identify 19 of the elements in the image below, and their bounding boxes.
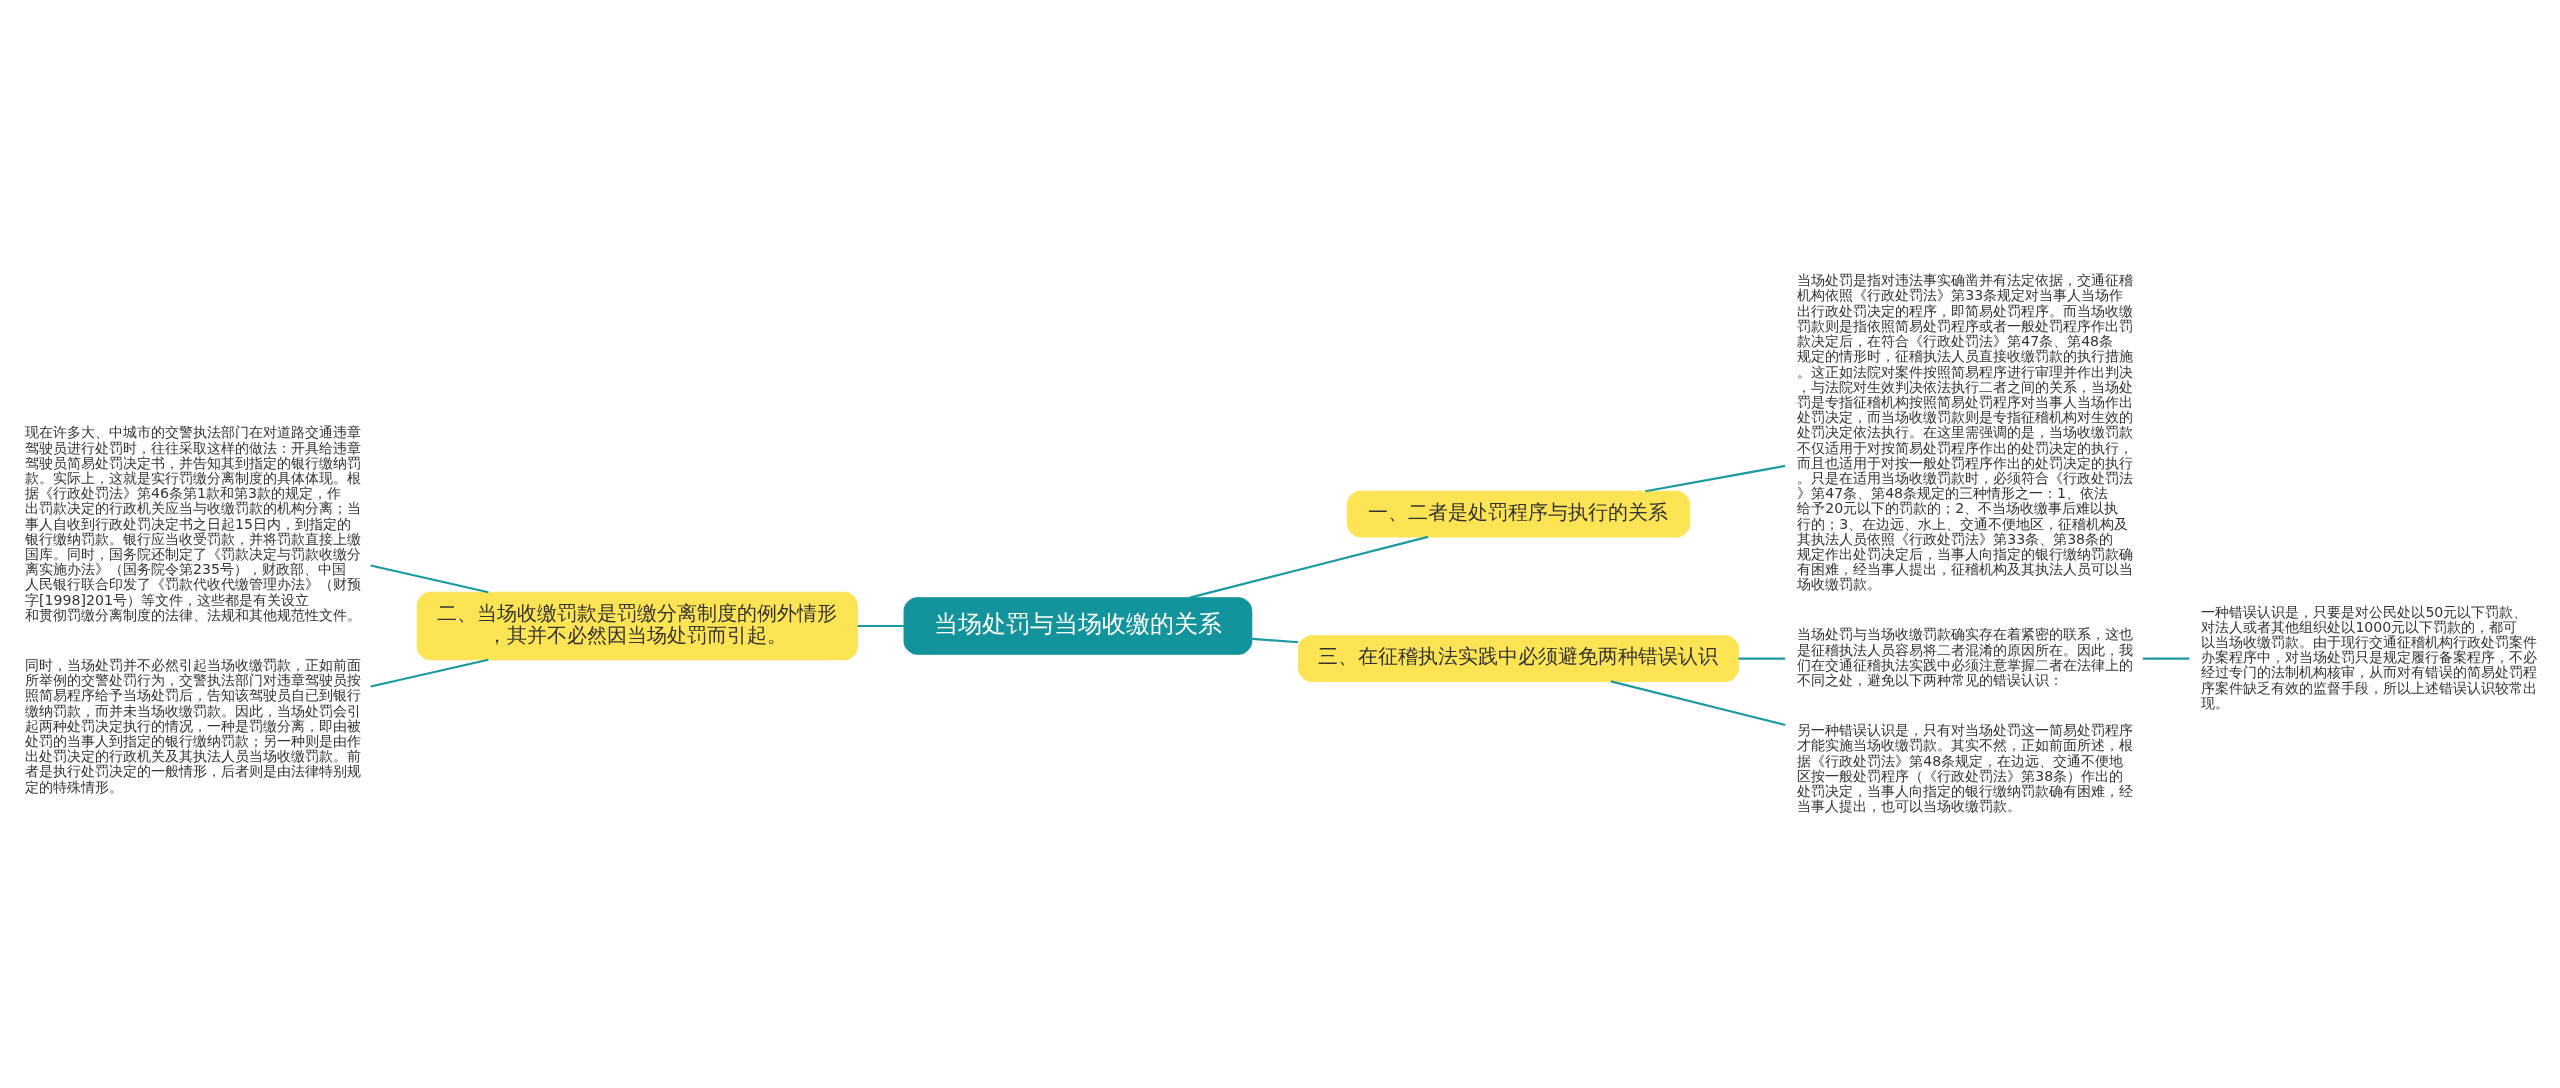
node-box: 一、二者是处罚程序与执行的关系 — [1346, 490, 1691, 537]
connector — [1251, 637, 1299, 643]
node-box: 三、在征稽执法实践中必须避免两种错误认识 — [1297, 634, 1740, 682]
node-text: 当场处罚是指对违法事实确凿并有法定依据，交通征稽机构依照《行政处罚法》第33条规定对当事人当场作出行政处罚决定的程序，即简易处罚程序。而当场收缴罚款则是指依照简易处罚程序或者一般处罚程序作出罚款决定后，在符合《行政处罚法》第47条、第48条规定的情形时，征稽执法人员直接收缴罚款的执行措施。这正如法院对案件按照简易程序进行审理并作出判决，与法院对生效判决依法执行二者之间的关系，当场处罚是专指征稽机构按照简易处罚程序对当事人当场作出处罚决定，而当场收缴罚款则是专指征稽机构对生效的处罚决定依法执行。在这里需强调的是，当场收缴罚款不仅适用于对按简易处罚程序作出的处罚决定的执行，而且也适用于对按一般处罚程序作出的处罚决定的执行。只是在适用当场收缴罚款时，必须符合《行政处罚法》第47条、第48条规定的三种情形之一：1、依法给予20元以下的罚款的；2、不当场收缴事后难以执行的；3、在边远、水上、交通不便地区，征稽机构及其执法人员依照《行政处罚法》第33条、第38条的规定作出处罚决定后，当事人向指定的银行缴纳罚款确有困难，经当事人提出，征稽机构及其执法人员可以当场收缴罚款。 — [1797, 271, 2134, 592]
connector — [857, 624, 904, 627]
connector — [370, 658, 489, 688]
node-text: 一种错误认识是，只要是对公民处以50元以下罚款、对法人或者其他组织处以1000元以下罚款的，都可以当场收缴罚款。由于现行交通征稽机构行政处罚案件办案程序中，对当场处罚只是规定履行备案程序，不必经过专门的法制机构核审，从而对有错误的简易处罚程序案件缺乏有效的监督手段，所以上述错误认识较常出现。 — [2201, 603, 2538, 711]
node-box: 二、当场收缴罚款是罚缴分离制度的例外情形，其并不必然因当场处罚而引起。 — [416, 591, 858, 660]
node-box: 当场处罚与当场收缴的关系 — [903, 596, 1253, 655]
node-text: 另一种错误认识是，只有对当场处罚这一简易处罚程序才能实施当场收缴罚款。其实不然，正如前面所述，根据《行政处罚法》第48条规定，在边远、交通不便地区按一般处罚程序（《行政处罚法》第38条）作出的处罚决定，当事人向指定的银行缴纳罚款确有困难，经当事人提出，也可以当场收缴罚款。 — [1797, 721, 2134, 814]
connector — [1738, 657, 1786, 660]
node-text: 当场处罚与当场收缴罚款确实存在着紧密的联系，这也是征稽执法人员容易将二者混淆的原因所在。因此，我们在交通征稽执法实践中必须注意掌握二者在法律上的不同之处，避免以下两种常见的错误认识： — [1797, 625, 2134, 688]
node-text: 同时，当场处罚并不必然引起当场收缴罚款，正如前面所举例的交警处罚行为，交警执法部门对违章驾驶员按照简易程序给予当场处罚后，告知该驾驶员自已到银行缴纳罚款，而并未当场收缴罚款。因此，当场处罚会引起两种处罚决定执行的情况，一种是罚缴分离，即由被处罚的当事人到指定的银行缴纳罚款；另一种则是由作出处罚决定的行政机关及其执法人员当场收缴罚款。前者是执行处罚决定的一般情形，后者则是由法律特别规定的特殊情形。 — [25, 656, 362, 795]
connector — [1610, 679, 1786, 726]
connector — [2142, 657, 2190, 660]
connector — [370, 563, 489, 593]
connector — [1189, 535, 1429, 599]
connector — [1645, 464, 1786, 492]
node-text: 现在许多大、中城市的交警执法部门在对道路交通违章驾驶员进行处罚时，往往采取这样的做法：开具给违章驾驶员简易处罚决定书，并告知其到指定的银行缴纳罚款。实际上，这就是实行罚缴分离制度的具体体现。根据《行政处罚法》第46条第1款和第3款的规定，作出罚款决定的行政机关应当与收缴罚款的机构分离；当事人自收到行政处罚决定书之日起15日内，到指定的银行缴纳罚款。银行应当收受罚款，并将罚款直接上缴国库。同时，国务院还制定了《罚款决定与罚款收缴分离实施办法》（国务院令第235号），财政部、中国人民银行联合印发了《罚款代收代缴管理办法》（财预字[1998]201号）等文件，这些都是有关设立和贯彻罚缴分离制度的法律、法规和其他规范性文件。 — [25, 423, 362, 623]
